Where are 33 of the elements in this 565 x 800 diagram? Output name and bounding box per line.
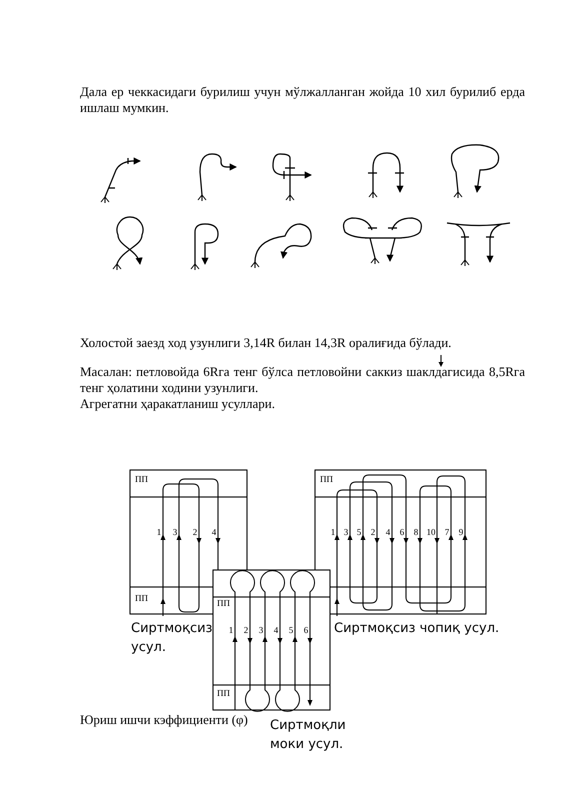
- track-number: 5: [288, 625, 294, 635]
- track-number: 2: [370, 527, 376, 537]
- paragraph-text: Дала ер чеккасидаги бурилиш учун мўлжалланган жойда 10 хил бурилиб ерда ишлаш мумкин.: [80, 84, 525, 116]
- paragraph-text: Масалан: петловойда 6Rга тенг бўлса петловойни саккиз шаклдагисида 8,5Rга тенг ҳолатини ходини узунлиги.: [80, 364, 525, 396]
- zone-label: ПП: [217, 598, 231, 608]
- track-number: 7: [444, 527, 450, 537]
- track-number: 3: [258, 625, 264, 635]
- paragraph-text: Юриш ишчи кэффициенти (φ): [80, 712, 249, 728]
- zone-label: ПП: [320, 474, 334, 484]
- zone-label: ПП: [217, 688, 231, 698]
- track-number: 1: [330, 527, 336, 537]
- track-number: 10: [426, 527, 436, 537]
- zone-label: ПП: [135, 474, 149, 484]
- track-number: 4: [385, 527, 391, 537]
- track-number: 3: [343, 527, 349, 537]
- track-number: 4: [273, 625, 279, 635]
- track-number: 5: [356, 527, 362, 537]
- track-number: 6: [399, 527, 405, 537]
- track-number: 8: [413, 527, 419, 537]
- track-number: 2: [243, 625, 249, 635]
- method-caption: Сиртмоқсиз чопиқ усул.: [334, 620, 500, 638]
- paragraph-text: Агрегатни ҳаракатланиш усуллари.: [80, 396, 276, 412]
- track-number: 9: [458, 527, 464, 537]
- paragraph-text: Холостой заезд ход узунлиги 3,14R билан 14,3R оралиғида бўлади.: [80, 335, 452, 351]
- track-number: 4: [211, 527, 217, 537]
- track-number: 2: [192, 527, 198, 537]
- track-number: 6: [303, 625, 309, 635]
- track-number: 3: [172, 527, 178, 537]
- zone-label: ПП: [135, 593, 149, 603]
- track-number: 1: [228, 625, 234, 635]
- track-number: 1: [156, 527, 162, 537]
- method-caption: Сиртмоқли моки усул.: [270, 717, 347, 754]
- method-caption: Сиртмоқсиз усул.: [131, 620, 211, 657]
